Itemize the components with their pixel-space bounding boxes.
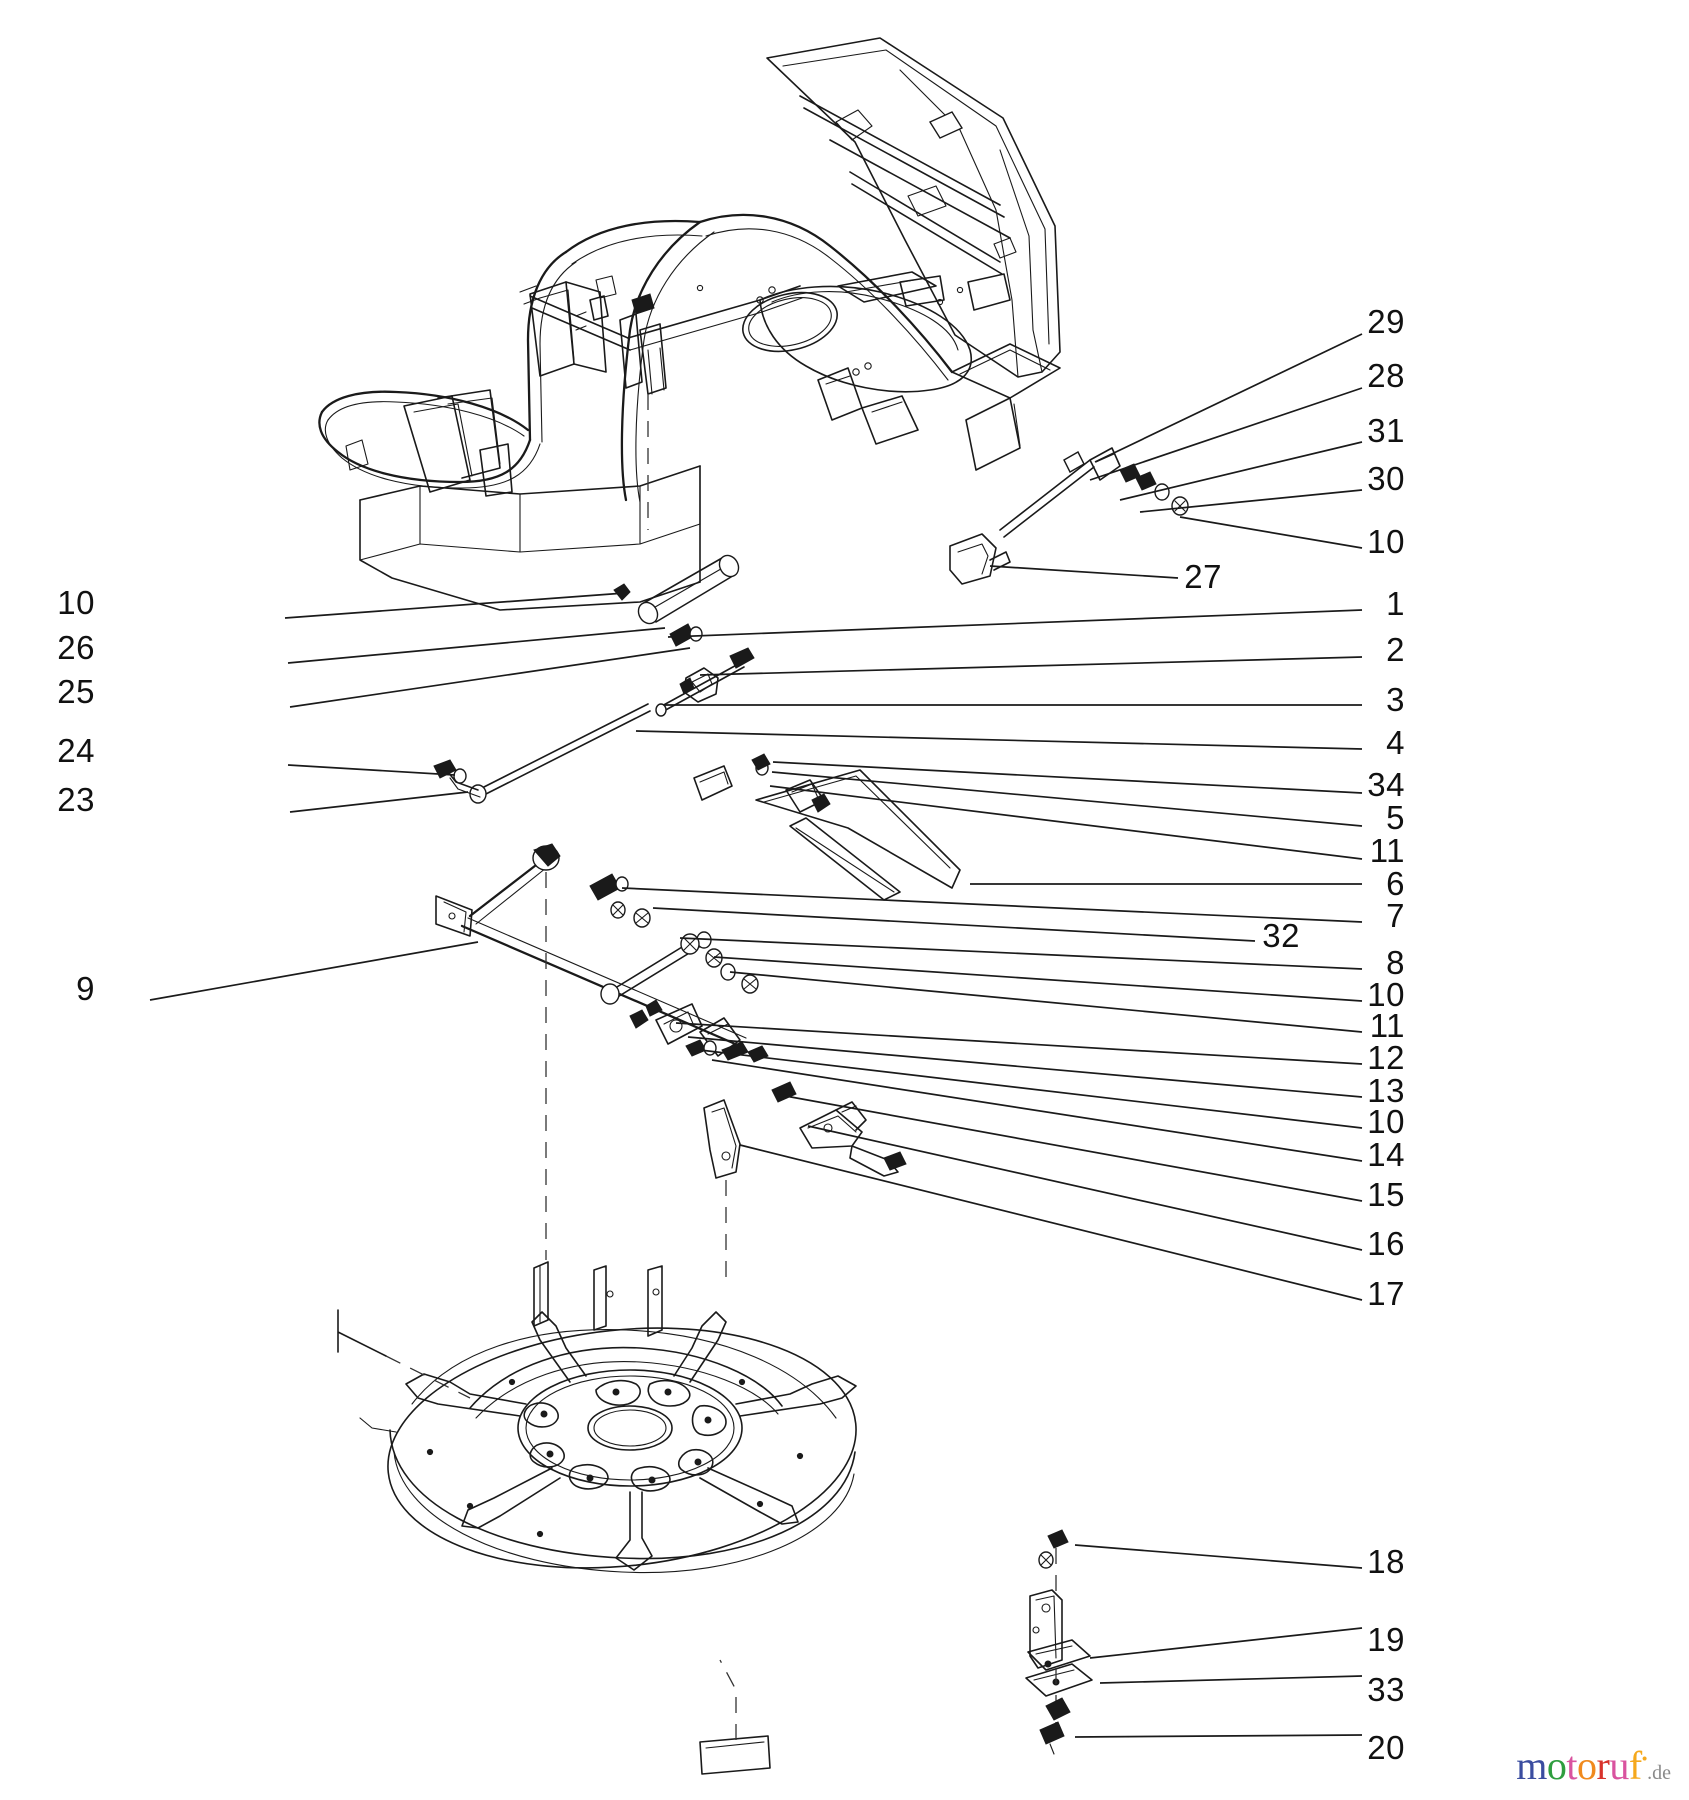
callout-19[interactable]: 19	[1367, 1621, 1405, 1658]
callout-32[interactable]: 32	[1262, 917, 1300, 954]
leader-line-33	[1099, 1675, 1363, 1684]
callout-3[interactable]: 3	[1386, 681, 1405, 718]
frame-assembly	[318, 37, 1061, 611]
callout-30[interactable]: 30	[1367, 460, 1405, 497]
callout-4[interactable]: 4	[1386, 724, 1405, 761]
watermark-letter: f	[1628, 1743, 1642, 1788]
callout-8[interactable]: 8	[1386, 944, 1405, 981]
leader-line-10	[284, 592, 626, 619]
leader-line-1	[667, 609, 1363, 638]
leader-line-10	[699, 1049, 1363, 1129]
callout-15[interactable]: 15	[1367, 1176, 1405, 1213]
callout-13[interactable]: 13	[1367, 1072, 1405, 1109]
watermark-letter: o	[1577, 1743, 1597, 1788]
leader-line-12	[675, 1022, 1363, 1065]
leader-line-10	[1179, 516, 1363, 549]
callout-10[interactable]: 10	[1367, 1103, 1405, 1140]
leader-line-24	[287, 764, 456, 776]
leader-line-27	[989, 565, 1179, 579]
callout-16[interactable]: 16	[1367, 1225, 1405, 1262]
leader-line-17	[739, 1144, 1363, 1301]
watermark-letter: m	[1516, 1743, 1547, 1788]
watermark-letter: u	[1609, 1743, 1629, 1788]
cutting-deck	[337, 1261, 857, 1775]
lift-arm-assembly	[435, 843, 907, 1286]
leader-line-18	[1074, 1544, 1363, 1569]
callout-33[interactable]: 33	[1367, 1671, 1405, 1708]
callout-27[interactable]: 27	[1184, 558, 1222, 595]
callout-28[interactable]: 28	[1367, 357, 1405, 394]
callout-24[interactable]: 24	[57, 732, 95, 769]
leader-line-29	[1094, 333, 1363, 463]
leader-line-19	[1089, 1627, 1363, 1659]
callout-11[interactable]: 11	[1369, 1007, 1405, 1044]
motoruf-watermark: motoruf•.de	[1516, 1746, 1671, 1786]
watermark-letter: t	[1566, 1743, 1577, 1788]
leader-line-16	[807, 1125, 1363, 1251]
leader-line-28	[1089, 387, 1363, 481]
leader-line-13	[687, 1036, 1363, 1098]
leader-line-9	[149, 941, 479, 1001]
leader-line-30	[1139, 489, 1363, 513]
callout-34[interactable]: 34	[1367, 766, 1405, 803]
callout-29[interactable]: 29	[1367, 303, 1405, 340]
callout-1[interactable]: 1	[1386, 585, 1405, 622]
deck-mount-hardware	[1025, 1529, 1093, 1755]
leader-line-34	[772, 761, 1363, 794]
callout-18[interactable]: 18	[1367, 1543, 1405, 1580]
leader-line-32	[652, 907, 1256, 942]
leader-line-11	[729, 971, 1363, 1033]
watermark-letter: o	[1546, 1743, 1567, 1788]
callout-6[interactable]: 6	[1386, 865, 1405, 902]
watermark-letter: r	[1596, 1743, 1610, 1788]
leader-lines	[149, 333, 1363, 1738]
callout-20[interactable]: 20	[1367, 1729, 1405, 1766]
callout-9[interactable]: 9	[76, 970, 95, 1007]
leader-line-2	[699, 656, 1363, 676]
callout-11[interactable]: 11	[1369, 832, 1405, 869]
watermark-suffix: .de	[1647, 1762, 1671, 1784]
lift-shaft-parts	[433, 447, 1189, 901]
leader-line-11	[769, 785, 1363, 860]
leader-line-7	[621, 887, 1363, 923]
leader-line-4	[635, 730, 1363, 750]
callout-23[interactable]: 23	[57, 781, 95, 818]
callout-7[interactable]: 7	[1386, 897, 1405, 934]
leader-line-15	[779, 1094, 1363, 1202]
callout-10[interactable]: 10	[57, 584, 95, 621]
leader-line-31	[1119, 441, 1363, 501]
callout-2[interactable]: 2	[1386, 631, 1405, 668]
leader-line-25	[289, 647, 691, 708]
leader-line-5	[771, 771, 1363, 827]
callout-26[interactable]: 26	[57, 629, 95, 666]
leader-line-8	[679, 937, 1363, 970]
callout-10[interactable]: 10	[1367, 523, 1405, 560]
leader-line-14	[711, 1059, 1363, 1162]
leader-line-10	[713, 956, 1363, 1002]
callout-31[interactable]: 31	[1367, 412, 1405, 449]
callout-12[interactable]: 12	[1367, 1039, 1405, 1076]
leader-line-23	[289, 791, 469, 813]
leader-line-26	[287, 627, 666, 664]
callout-25[interactable]: 25	[57, 673, 95, 710]
callout-10[interactable]: 10	[1367, 976, 1405, 1013]
callout-17[interactable]: 17	[1367, 1275, 1405, 1312]
callout-14[interactable]: 14	[1367, 1136, 1405, 1173]
leader-line-20	[1074, 1734, 1363, 1738]
watermark-dot-icon: •	[1641, 1749, 1648, 1769]
callout-5[interactable]: 5	[1386, 799, 1405, 836]
